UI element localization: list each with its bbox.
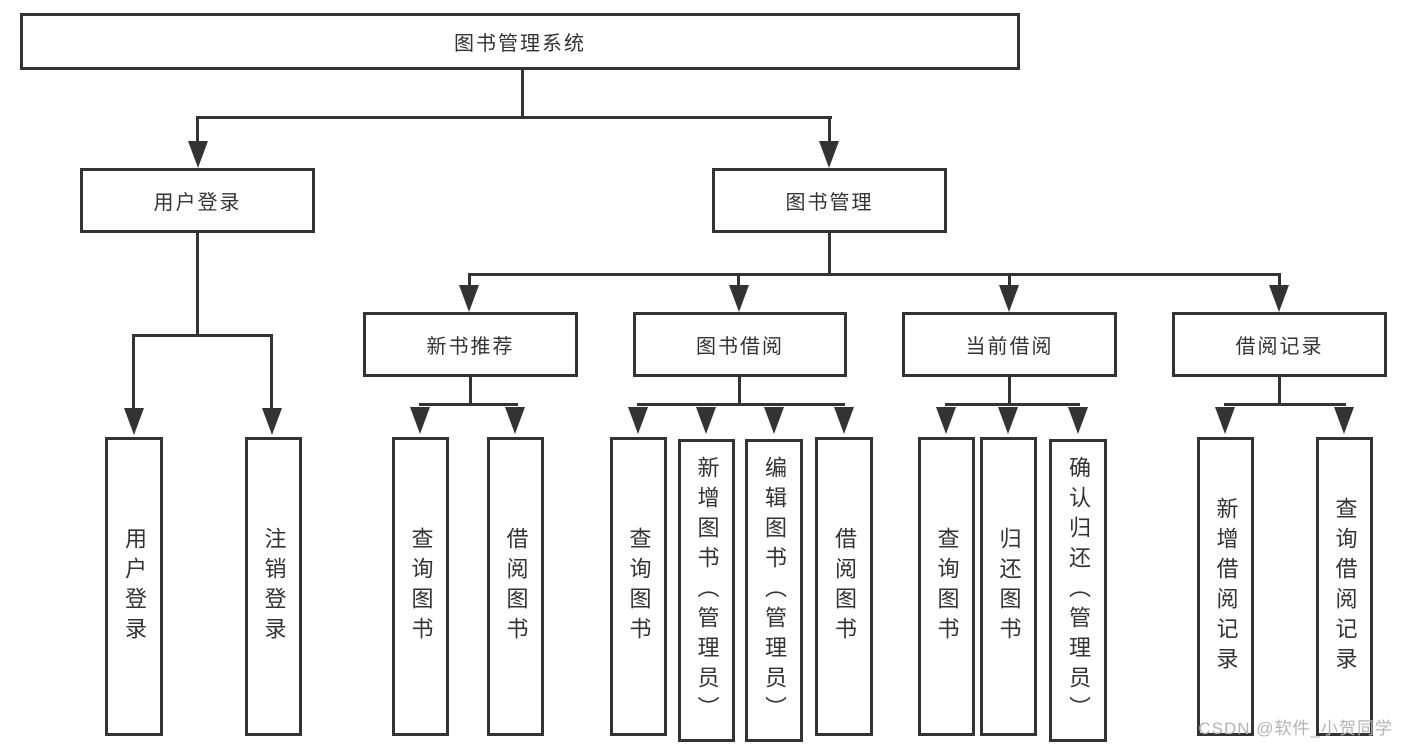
connector-recommend-hline bbox=[419, 403, 518, 406]
connector-stem-leaf-logout bbox=[270, 334, 273, 410]
arrow-down-icon bbox=[998, 407, 1018, 434]
leaf-borrow-books-borrow: 借阅图书 bbox=[815, 437, 873, 736]
node-label: 编辑图书（管理员） bbox=[762, 455, 787, 726]
arrow-down-icon bbox=[764, 407, 784, 434]
node-new-book-recommend: 新书推荐 bbox=[363, 312, 578, 377]
leaf-query-books-borrow: 查询图书 bbox=[610, 437, 667, 736]
node-label: 新增图书（管理员） bbox=[694, 455, 720, 726]
node-label: 确认归还（管理员） bbox=[1066, 455, 1091, 726]
connector-stem-user-login bbox=[196, 116, 199, 145]
arrow-down-icon bbox=[124, 408, 144, 435]
node-label: 新增借阅记录 bbox=[1213, 496, 1239, 677]
connector-recommend-down bbox=[469, 377, 472, 406]
connector-stem-book-mgmt bbox=[828, 116, 831, 145]
arrow-down-icon bbox=[729, 285, 749, 312]
leaf-borrow-books-recommend: 借阅图书 bbox=[487, 437, 544, 736]
node-label: 新书推荐 bbox=[426, 336, 515, 358]
node-label: 当前借阅 bbox=[965, 336, 1054, 358]
node-label: 用户登录 bbox=[153, 192, 242, 214]
arrow-down-icon bbox=[459, 285, 479, 312]
connector-borrow-hline bbox=[637, 403, 845, 406]
connector-root-hline bbox=[196, 116, 832, 119]
node-label: 借阅图书 bbox=[832, 526, 857, 647]
leaf-edit-books-admin: 编辑图书（管理员） bbox=[745, 439, 803, 742]
leaf-return-books: 归还图书 bbox=[980, 437, 1037, 736]
arrow-down-icon bbox=[262, 408, 282, 435]
connector-level3-hline bbox=[468, 273, 1281, 276]
leaf-query-books-current: 查询图书 bbox=[918, 437, 975, 736]
node-label: 查询借阅记录 bbox=[1332, 496, 1358, 677]
leaf-confirm-return-admin: 确认归还（管理员） bbox=[1049, 439, 1107, 742]
node-book-management: 图书管理 bbox=[712, 168, 947, 233]
node-label: 用户登录 bbox=[122, 526, 147, 647]
csdn-watermark: CSDN @软件_小贺同学 bbox=[1198, 719, 1393, 738]
arrow-down-icon bbox=[505, 407, 525, 434]
connector-stem-current bbox=[1008, 273, 1011, 288]
connector-current-down bbox=[1008, 377, 1011, 406]
connector-root-trunk bbox=[521, 70, 524, 117]
connector-stem-leaf-login bbox=[132, 334, 135, 410]
arrow-down-icon bbox=[1334, 407, 1354, 434]
node-label: 图书借阅 bbox=[696, 336, 784, 358]
connector-current-hline bbox=[945, 403, 1080, 406]
arrow-down-icon bbox=[999, 285, 1019, 312]
node-label: 图书管理系统 bbox=[454, 33, 586, 55]
node-label: 查询图书 bbox=[408, 526, 434, 647]
arrow-down-icon bbox=[1068, 407, 1088, 434]
node-borrow-records: 借阅记录 bbox=[1172, 312, 1387, 377]
arrow-down-icon bbox=[819, 141, 839, 168]
node-label: 借阅记录 bbox=[1235, 336, 1324, 358]
arrow-down-icon bbox=[696, 407, 716, 434]
arrow-down-icon bbox=[410, 407, 430, 434]
node-label: 查询图书 bbox=[934, 526, 960, 647]
node-label: 图书管理 bbox=[785, 192, 874, 214]
node-label: 注销登录 bbox=[261, 526, 287, 647]
leaf-query-books-recommend: 查询图书 bbox=[392, 437, 449, 736]
arrow-down-icon bbox=[628, 407, 648, 434]
connector-user-login-hline bbox=[132, 334, 273, 337]
leaf-query-borrow-record: 查询借阅记录 bbox=[1316, 437, 1373, 736]
leaf-logout-login: 注销登录 bbox=[245, 437, 302, 736]
node-root: 图书管理系统 bbox=[20, 13, 1020, 70]
connector-records-down bbox=[1278, 377, 1281, 406]
connector-stem-borrow bbox=[737, 273, 740, 288]
arrow-down-icon bbox=[936, 407, 956, 434]
arrow-down-icon bbox=[1215, 407, 1235, 434]
node-book-borrow: 图书借阅 bbox=[633, 312, 847, 377]
connector-book-mgmt-down bbox=[828, 233, 831, 276]
connector-user-login-down bbox=[196, 233, 199, 337]
leaf-add-books-admin: 新增图书（管理员） bbox=[678, 439, 735, 742]
node-current-borrow: 当前借阅 bbox=[902, 312, 1117, 377]
node-label: 借阅图书 bbox=[503, 526, 529, 647]
node-label: 归还图书 bbox=[996, 526, 1022, 647]
connector-stem-records bbox=[1278, 273, 1281, 288]
leaf-add-borrow-record: 新增借阅记录 bbox=[1197, 437, 1254, 736]
node-user-login: 用户登录 bbox=[80, 168, 315, 233]
arrow-down-icon bbox=[1269, 285, 1289, 312]
connector-borrow-down bbox=[738, 377, 741, 406]
connector-records-hline bbox=[1224, 403, 1346, 406]
leaf-user-login: 用户登录 bbox=[105, 437, 163, 736]
arrow-down-icon bbox=[188, 141, 208, 168]
arrow-down-icon bbox=[834, 407, 854, 434]
node-label: 查询图书 bbox=[626, 526, 652, 647]
connector-stem-recommend bbox=[468, 273, 471, 288]
